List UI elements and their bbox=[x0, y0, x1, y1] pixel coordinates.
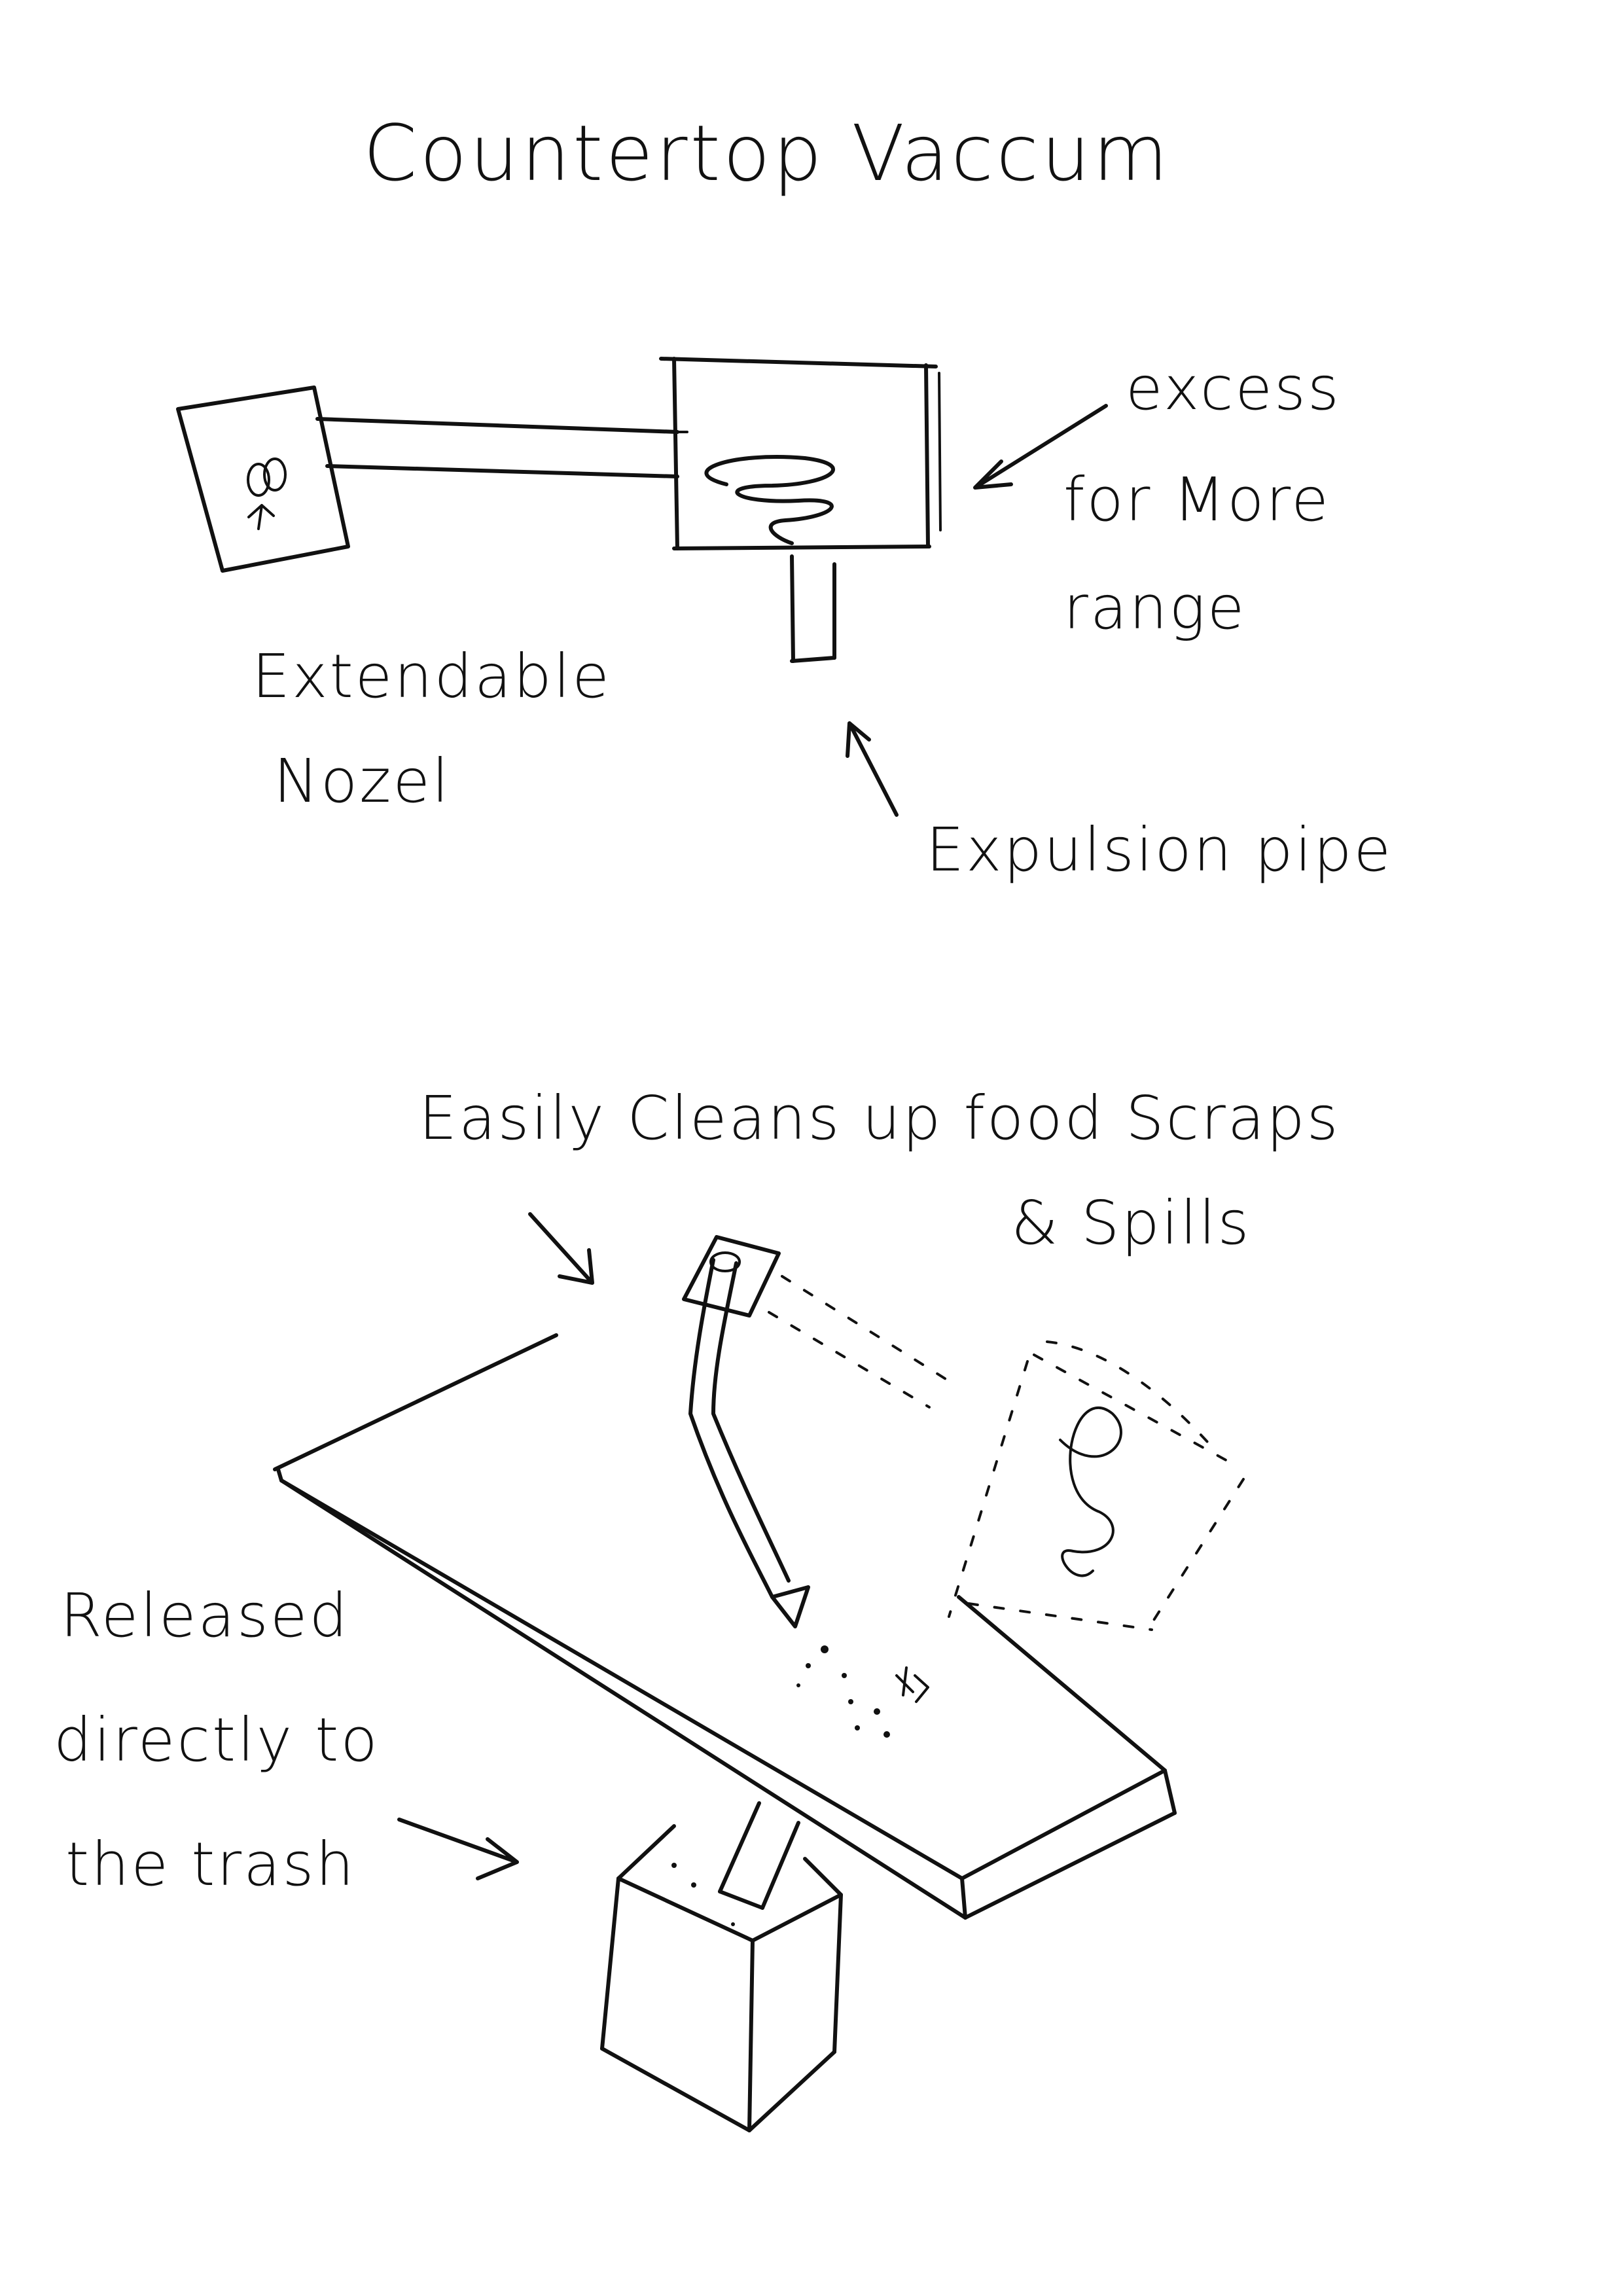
arrow-cleans bbox=[530, 1214, 592, 1283]
arrow-released bbox=[399, 1820, 517, 1878]
expulsion-pipe bbox=[792, 556, 834, 661]
connecting-hose bbox=[317, 419, 687, 476]
vacuum-unit-box bbox=[661, 359, 940, 548]
release-pipe bbox=[720, 1803, 798, 1908]
released-label-line1: Released bbox=[60, 1581, 349, 1651]
arrow-expulsion bbox=[847, 723, 897, 815]
coil-icon bbox=[706, 457, 833, 543]
mounted-nozzle bbox=[684, 1237, 779, 1316]
svg-text:for More: for More bbox=[1063, 465, 1330, 535]
food-scraps bbox=[796, 1645, 928, 1738]
nozzle-box bbox=[178, 387, 348, 571]
hidden-vacuum-unit bbox=[769, 1276, 1243, 1630]
released-label-line2: directly to bbox=[54, 1705, 380, 1775]
cleans-label-line1: Easily Cleans up food Scraps bbox=[419, 1083, 1340, 1153]
nozzle-label: Extendable Nozel bbox=[252, 641, 611, 816]
diagram-title: Countertop Vaccum bbox=[363, 108, 1171, 198]
svg-text:Nozel: Nozel bbox=[274, 746, 451, 816]
countertop bbox=[275, 1335, 1175, 1918]
svg-text:excess: excess bbox=[1126, 353, 1341, 423]
svg-text:range: range bbox=[1063, 573, 1246, 643]
cleans-label-line2: & Spills bbox=[1011, 1188, 1251, 1258]
svg-text:Extendable: Extendable bbox=[252, 641, 611, 711]
released-label-line3: the trash bbox=[65, 1829, 356, 1899]
excess-label: excess for More range bbox=[1063, 353, 1341, 643]
trash-bin bbox=[602, 1826, 841, 2130]
expulsion-label: Expulsion pipe bbox=[926, 815, 1393, 885]
